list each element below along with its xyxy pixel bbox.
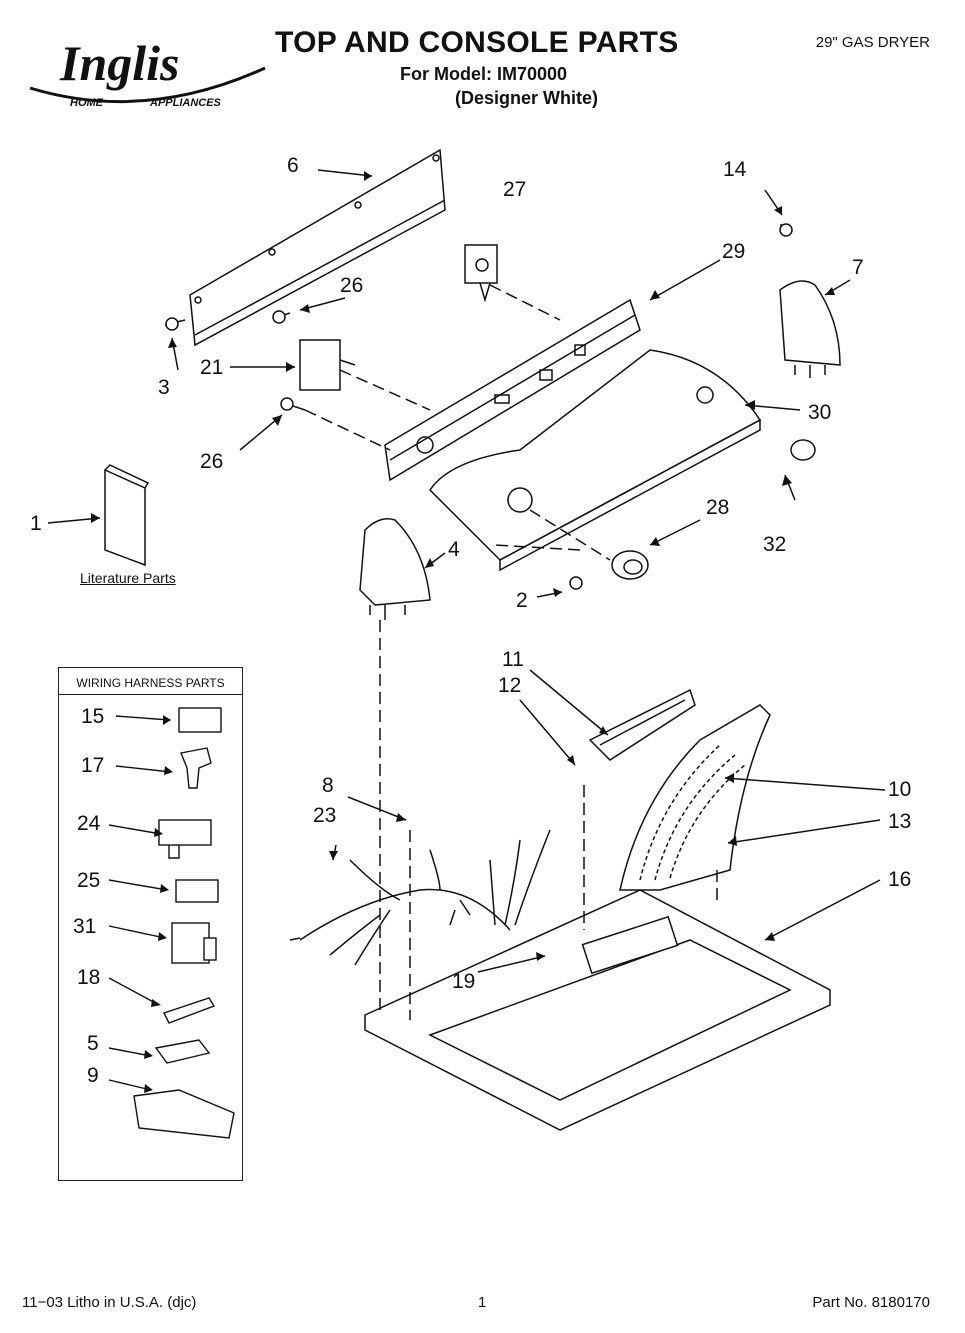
part-28-knob — [611, 550, 649, 580]
color-line: (Designer White) — [455, 88, 599, 108]
part-32-knob — [790, 439, 816, 461]
page-title: TOP AND CONSOLE PARTS — [275, 26, 679, 59]
harness-callout-18: 18 — [77, 966, 101, 989]
harness-callout-31: 31 — [73, 915, 97, 938]
callout-13: 13 — [888, 810, 912, 833]
harness-parts-art — [108, 707, 235, 1139]
callout-16: 16 — [888, 868, 912, 891]
callout-2: 2 — [516, 589, 528, 612]
part-23-wiring-harness — [289, 829, 551, 966]
callout-7: 7 — [852, 256, 864, 279]
callout-23: 23 — [313, 804, 337, 827]
callout-21: 21 — [200, 356, 224, 379]
wiring-harness-title: WIRING HARNESS PARTS — [59, 668, 242, 695]
harness-callout-24: 24 — [77, 812, 101, 835]
callout-28: 28 — [706, 496, 730, 519]
part-21-timer — [299, 339, 356, 391]
svg-text:APPLIANCES: APPLIANCES — [149, 97, 222, 109]
callout-19: 19 — [452, 970, 476, 993]
part-6-bracket — [189, 148, 446, 347]
callout-29: 29 — [722, 240, 746, 263]
callout-26-upper: 26 — [340, 274, 364, 297]
callout-4: 4 — [448, 538, 460, 561]
harness-callout-5: 5 — [87, 1032, 99, 1055]
callout-30: 30 — [808, 401, 832, 424]
callout-12: 12 — [498, 674, 522, 697]
callout-26-lower: 26 — [200, 450, 224, 473]
harness-callout-25: 25 — [77, 869, 101, 892]
part-11-lint-screen — [588, 688, 696, 761]
part-1-literature — [104, 464, 150, 567]
svg-text:HOME: HOME — [70, 97, 104, 109]
callout-6: 6 — [287, 154, 299, 177]
product-type: 29" GAS DRYER — [815, 34, 930, 51]
footer-litho: 11−03 Litho in U.S.A. (djc) — [22, 1294, 197, 1311]
callout-11: 11 — [502, 648, 524, 671]
callout-8: 8 — [322, 774, 334, 797]
harness-callout-9: 9 — [87, 1064, 99, 1087]
inglis-logo: Inglis HOME APPLIANCES — [25, 28, 270, 113]
part-30-console — [429, 349, 762, 572]
model-line: For Model: IM70000 — [400, 64, 568, 84]
harness-callout-15: 15 — [81, 705, 105, 728]
footer-part-number: Part No. 8180170 — [812, 1294, 930, 1311]
literature-parts-label: Literature Parts — [80, 570, 176, 586]
brand-text: Inglis — [59, 35, 180, 91]
callout-14: 14 — [723, 158, 747, 181]
callout-1: 1 — [30, 512, 42, 535]
callout-27: 27 — [503, 178, 527, 201]
callout-3: 3 — [158, 376, 170, 399]
footer-page-number: 1 — [478, 1294, 487, 1311]
part-29-control-bracket — [384, 298, 641, 482]
callout-10: 10 — [888, 778, 912, 801]
part-27-switch — [464, 244, 498, 303]
part-16-top — [364, 889, 831, 1131]
harness-callout-17: 17 — [81, 754, 105, 777]
wiring-harness-box: WIRING HARNESS PARTS 15 17 24 25 31 18 5 — [58, 667, 243, 1181]
part-7-end-cap — [779, 280, 841, 378]
callout-32: 32 — [763, 533, 787, 556]
part-4-end-cap — [359, 518, 431, 620]
